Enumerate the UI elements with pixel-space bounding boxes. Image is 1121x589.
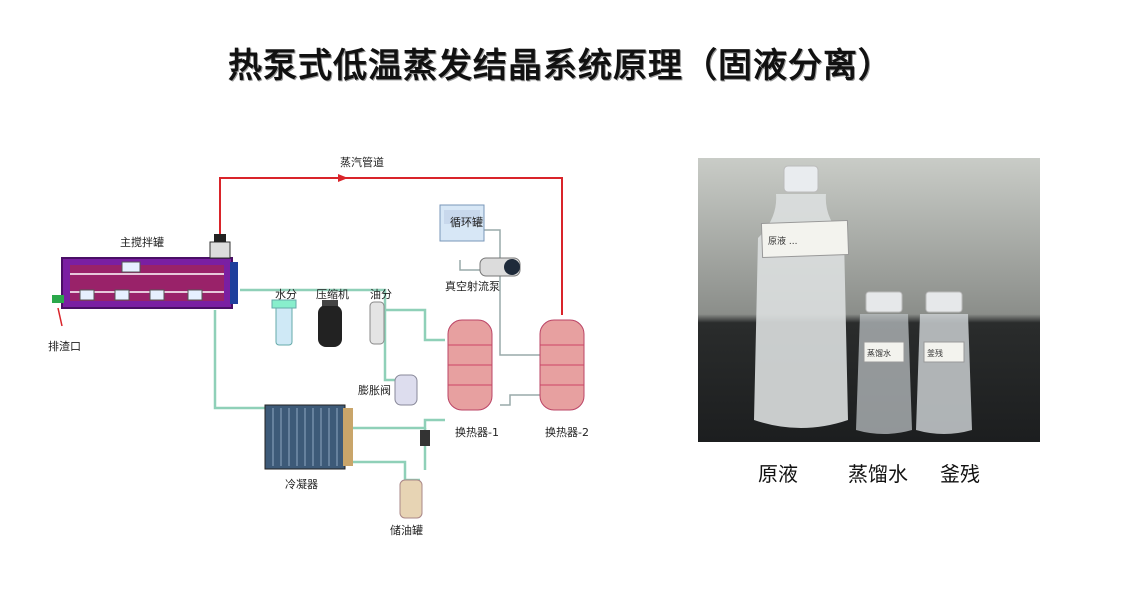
heat-exchanger-2: [539, 319, 585, 411]
water-separator: [271, 299, 297, 346]
label-heat-exchanger-1: 换热器-1: [455, 426, 499, 439]
label-vacuum-jet-pump: 真空射流泵: [445, 280, 500, 293]
caption-distilled-water: 蒸馏水: [848, 462, 908, 486]
label-main-tank: 主搅拌罐: [120, 236, 164, 249]
caption-raw-liquid: 原液: [758, 462, 798, 486]
vacuum-jet-pump: [479, 257, 521, 277]
process-diagram-svg: [52, 174, 585, 519]
refrigerant-lines: [213, 288, 445, 482]
expansion-valve: [394, 374, 418, 406]
main-tank: [52, 234, 238, 327]
sample-photo: 原液 ... 蒸馏水 釜残: [698, 158, 1040, 442]
compressor: [318, 300, 342, 347]
process-diagram: 蒸汽管道 主搅拌罐 排渣口 水分 压缩机 油分 循环罐 真空射流泵 膨胀阀 换热…: [40, 150, 640, 550]
label-oil-storage-tank: 储油罐: [390, 524, 423, 537]
label-compressor: 压缩机: [316, 288, 349, 301]
steam-arrow: [338, 174, 348, 182]
heat-exchanger-1: [447, 319, 493, 411]
steam-pipe: [219, 177, 563, 315]
label-heat-exchanger-2: 换热器-2: [545, 426, 589, 439]
oil-separator: [369, 301, 385, 345]
bottle-raw-liquid: 原液 ...: [754, 165, 850, 428]
filter: [420, 430, 430, 446]
label-drain: 排渣口: [48, 340, 81, 353]
bottle-label-residue: 釜残: [927, 348, 943, 358]
caption-residue: 釜残: [940, 462, 980, 486]
bottle-distilled-water: 蒸馏水: [856, 291, 912, 434]
label-steam-pipe: 蒸汽管道: [340, 156, 384, 169]
bottle-label-distilled: 蒸馏水: [867, 348, 891, 358]
oil-storage-tank: [399, 479, 423, 519]
label-oil-separator: 油分: [370, 288, 392, 301]
bottle-label-raw: 原液 ...: [768, 235, 797, 247]
label-water-separator: 水分: [275, 288, 297, 301]
label-expansion-valve: 膨胀阀: [358, 384, 391, 397]
condenser: [264, 404, 353, 470]
label-condenser: 冷凝器: [285, 478, 318, 491]
bottle-residue: 釜残: [916, 291, 972, 434]
label-circulation-tank: 循环罐: [450, 216, 483, 229]
sample-photo-svg: 原液 ... 蒸馏水 釜残: [698, 158, 1040, 442]
circulation-tank: [439, 204, 485, 242]
page-title: 热泵式低温蒸发结晶系统原理（固液分离）: [228, 46, 893, 86]
